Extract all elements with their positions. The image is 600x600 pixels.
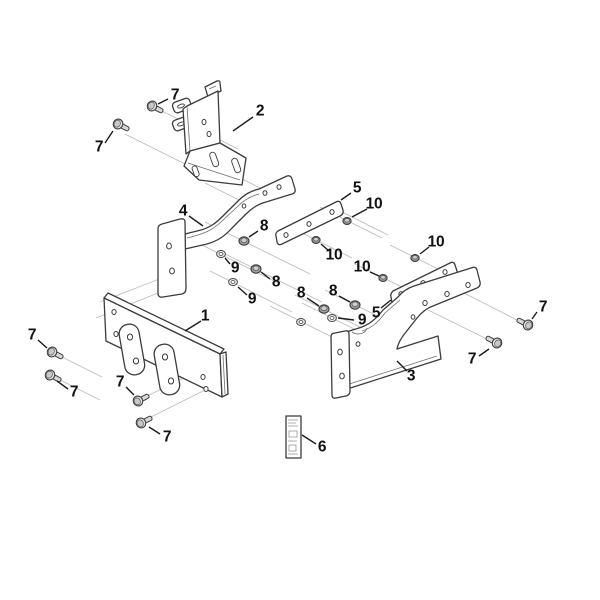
callout-part-6: 6	[317, 438, 327, 456]
nut-10	[342, 217, 352, 225]
leader-line-part-8	[248, 230, 259, 238]
leader-line-part-7	[104, 130, 114, 144]
leader-line-part-7	[148, 426, 161, 435]
leader-line-part-7	[56, 380, 69, 390]
leader-line-part-9	[337, 317, 355, 321]
part-4-bracket	[157, 175, 296, 298]
nut-10	[410, 254, 420, 262]
callout-part-10: 10	[427, 233, 445, 251]
callout-part-4: 4	[178, 202, 188, 220]
nut-10	[311, 236, 321, 244]
callout-part-7: 7	[170, 86, 180, 104]
leader-line-part-10	[351, 208, 368, 218]
nut-8	[349, 300, 361, 310]
callout-part-3: 3	[406, 367, 416, 385]
callout-part-5: 5	[371, 304, 381, 322]
part-2-bracket	[171, 80, 247, 186]
screw-7	[44, 344, 66, 363]
screw-7	[514, 314, 536, 333]
nut-8	[318, 304, 330, 314]
washer-9	[327, 314, 337, 322]
callout-part-7: 7	[467, 350, 477, 368]
leader-line-part-10	[419, 246, 430, 255]
callout-part-10: 10	[365, 195, 383, 213]
leader-line-part-8	[306, 297, 320, 307]
nut-8	[250, 264, 262, 274]
part-1-mounting-plate	[103, 292, 229, 398]
washer-9	[216, 250, 226, 258]
leader-line-part-7	[157, 98, 169, 105]
leader-layer	[37, 98, 538, 445]
callout-part-1: 1	[200, 307, 210, 325]
leader-line-part-10	[369, 271, 380, 277]
screw-7	[130, 390, 152, 409]
leader-line-part-3	[396, 360, 408, 372]
screw-7	[133, 412, 155, 431]
callout-part-2: 2	[255, 102, 265, 120]
part-3-bracket	[330, 266, 481, 399]
washer-9	[296, 318, 306, 326]
leader-line-part-7	[478, 348, 490, 357]
callout-part-9: 9	[357, 311, 367, 329]
callout-part-7: 7	[27, 326, 37, 344]
leader-line-part-2	[232, 116, 254, 132]
leader-line-part-8	[338, 295, 351, 303]
part-6-label-sticker	[285, 415, 302, 459]
leader-line-part-7	[37, 339, 48, 349]
nut-8	[238, 236, 250, 246]
callout-part-10: 10	[325, 246, 343, 264]
callout-part-9: 9	[247, 290, 257, 308]
screw-7	[110, 116, 132, 135]
leader-line-part-6	[301, 434, 317, 445]
callout-part-9: 9	[230, 259, 240, 277]
callout-part-7: 7	[94, 138, 104, 156]
washer-9	[228, 278, 238, 286]
leader-line-part-1	[184, 320, 202, 332]
leader-line-part-10	[320, 243, 330, 252]
leader-line-part-4	[188, 215, 204, 227]
nut-10	[378, 274, 388, 282]
leader-line-part-9	[224, 257, 231, 265]
leader-line-part-7	[531, 311, 538, 320]
callout-part-7: 7	[538, 298, 548, 316]
callout-part-8: 8	[296, 284, 306, 302]
callout-part-7: 7	[115, 373, 125, 391]
screw-7	[483, 332, 505, 351]
leader-line-part-8	[260, 271, 271, 280]
leader-line-part-7	[125, 386, 135, 396]
part-5-strip-upper	[275, 200, 344, 246]
callout-part-7: 7	[69, 383, 79, 401]
leader-line-part-9	[237, 286, 248, 296]
leader-line-part-5	[340, 192, 352, 201]
callout-part-8: 8	[259, 217, 269, 235]
callout-part-8: 8	[328, 282, 338, 300]
callout-part-5: 5	[352, 179, 362, 197]
callout-part-8: 8	[271, 273, 281, 291]
leader-line-part-5	[380, 299, 392, 309]
callout-part-10: 10	[353, 258, 371, 276]
callout-part-7: 7	[162, 428, 172, 446]
